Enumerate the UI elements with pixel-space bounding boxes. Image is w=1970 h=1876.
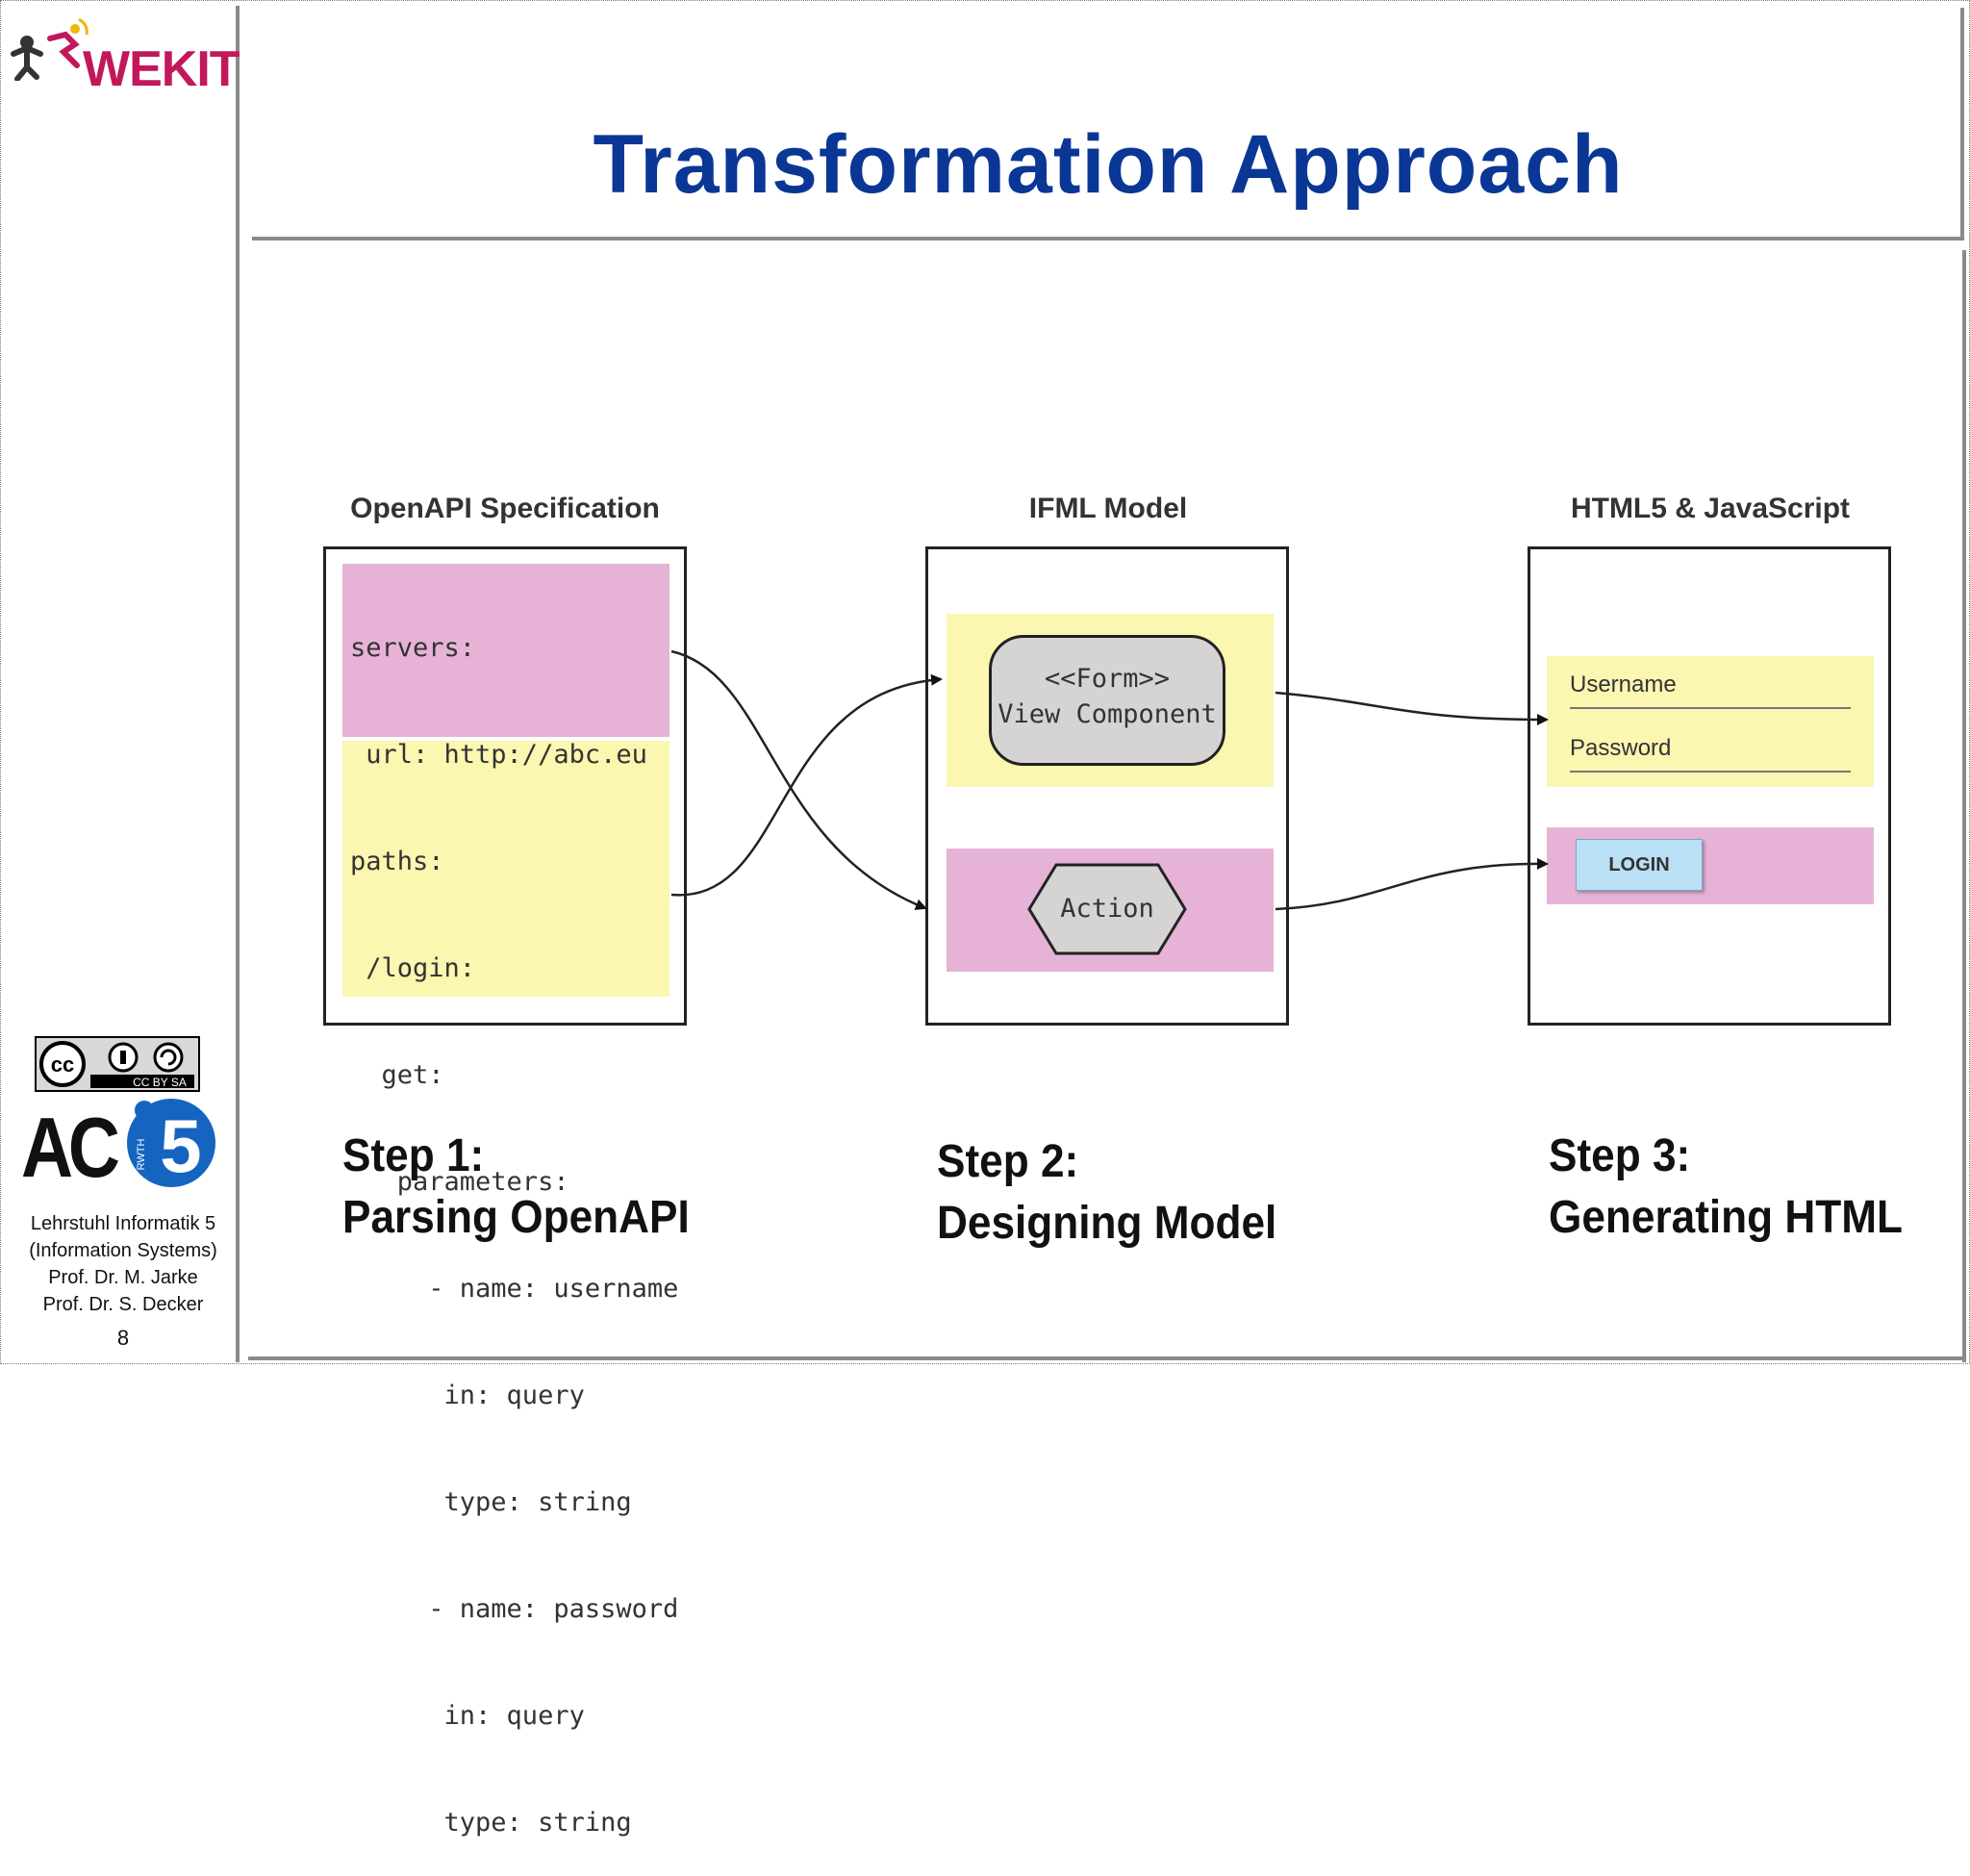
ac5-logo-text: AC bbox=[21, 1100, 120, 1195]
right-border-top bbox=[1960, 8, 1964, 239]
chair-line: Prof. Dr. S. Decker bbox=[42, 1294, 204, 1315]
connector-action-to-login bbox=[1275, 857, 1549, 911]
ac5-logo: AC 5 RWTH bbox=[21, 1097, 223, 1195]
code-line: /login: bbox=[350, 953, 476, 983]
chair-line: Prof. Dr. M. Jarke bbox=[48, 1267, 198, 1288]
openapi-heading: OpenAPI Specification bbox=[350, 493, 660, 524]
connector-form-to-fields bbox=[1275, 691, 1549, 725]
step-2-text: Designing Model bbox=[937, 1198, 1277, 1249]
action-label: Action bbox=[1060, 894, 1154, 924]
chair-line: Lehrstuhl Informatik 5 bbox=[30, 1213, 216, 1234]
title-divider bbox=[252, 237, 1964, 241]
step-3-text: Generating HTML bbox=[1549, 1192, 1904, 1243]
password-input[interactable] bbox=[1570, 771, 1851, 773]
username-input[interactable] bbox=[1570, 707, 1851, 709]
code-line: - name: password bbox=[350, 1594, 679, 1624]
view-component-label: View Component bbox=[998, 699, 1217, 729]
form-stereotype: <<Form>> bbox=[1044, 664, 1171, 694]
bottom-border bbox=[248, 1356, 1966, 1360]
step-1: Step 1: Parsing OpenAPI bbox=[342, 1126, 690, 1249]
ifml-heading: IFML Model bbox=[1028, 493, 1188, 524]
rwth-label: RWTH bbox=[136, 1139, 147, 1171]
wekit-logo-text: WEKIT bbox=[83, 41, 240, 97]
ac5-number: 5 bbox=[160, 1103, 201, 1188]
openapi-yellow-block bbox=[342, 741, 669, 997]
connector-params-to-form bbox=[670, 673, 943, 897]
code-line: url: http://abc.eu bbox=[350, 740, 647, 770]
code-line: in: query bbox=[350, 1701, 585, 1731]
svg-text:cc: cc bbox=[51, 1052, 74, 1077]
chair-line: (Information Systems) bbox=[29, 1240, 217, 1261]
openapi-pink-block bbox=[342, 564, 669, 737]
wekit-logo: WEKIT bbox=[8, 10, 240, 97]
cc-by-sa-icon: cc CC BY SA bbox=[37, 1038, 198, 1090]
sidebar-divider bbox=[236, 6, 240, 1362]
connector-layer bbox=[670, 649, 1549, 911]
step-3: Step 3: Generating HTML bbox=[1549, 1126, 1903, 1249]
step-1-text: Parsing OpenAPI bbox=[342, 1192, 690, 1243]
username-label: Username bbox=[1570, 672, 1677, 697]
code-line: - name: username bbox=[350, 1274, 679, 1304]
step-2: Step 2: Designing Model bbox=[937, 1131, 1276, 1255]
html-yellow-block bbox=[1547, 656, 1874, 787]
code-line: type: string bbox=[350, 1808, 632, 1838]
code-line: get: bbox=[350, 1060, 444, 1090]
code-line: paths: bbox=[350, 847, 444, 876]
right-border bbox=[1962, 250, 1966, 1362]
rwth-i5-icon: 5 RWTH bbox=[127, 1099, 215, 1188]
code-line: in: query bbox=[350, 1381, 585, 1410]
form-view-component: <<Form>> View Component bbox=[989, 635, 1225, 766]
cc-license-label: CC BY SA bbox=[133, 1076, 187, 1089]
robot-figure-icon bbox=[11, 17, 88, 81]
action-hexagon-icon bbox=[1027, 863, 1187, 955]
step-3-label: Step 3: bbox=[1549, 1130, 1691, 1181]
step-1-label: Step 1: bbox=[342, 1130, 485, 1181]
step-2-label: Step 2: bbox=[937, 1136, 1079, 1187]
slide-title: Transformation Approach bbox=[593, 118, 1624, 211]
html-heading: HTML5 & JavaScript bbox=[1570, 493, 1851, 524]
password-label: Password bbox=[1570, 735, 1672, 761]
connector-paths-to-action bbox=[670, 649, 927, 910]
chair-info: Lehrstuhl Informatik 5 (Information Syst… bbox=[10, 1210, 237, 1318]
login-button[interactable]: LOGIN bbox=[1576, 839, 1703, 891]
code-line: type: string bbox=[350, 1487, 632, 1517]
cc-license-badge: cc CC BY SA bbox=[35, 1036, 200, 1092]
page-number: 8 bbox=[116, 1326, 130, 1350]
code-line: parameters: bbox=[350, 1167, 569, 1197]
code-line: servers: bbox=[350, 633, 476, 663]
